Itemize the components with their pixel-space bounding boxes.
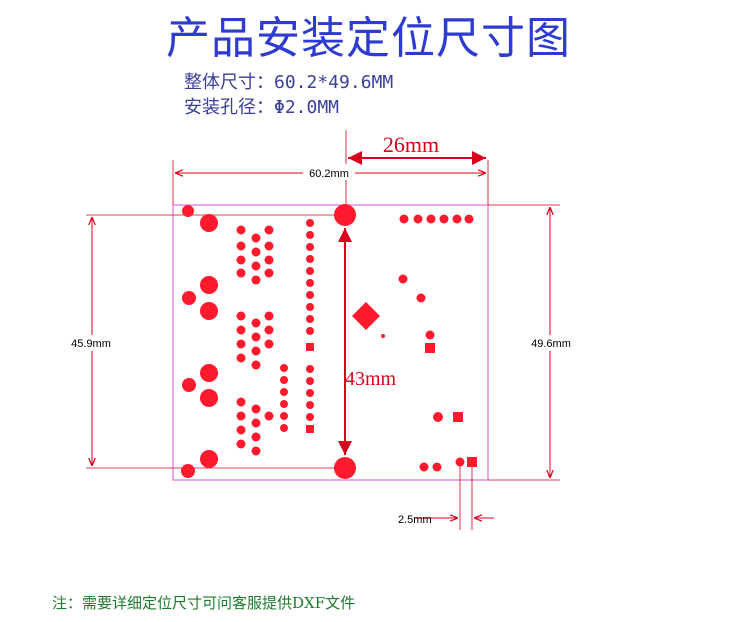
width-label-bg [303, 164, 355, 180]
dimension-lines [92, 151, 550, 518]
width-dimension-label: 60.2mm [309, 168, 349, 180]
right-components [352, 214, 477, 472]
left-height-label-bg [66, 335, 116, 351]
connector-pads [181, 205, 218, 478]
pin-array [236, 219, 314, 456]
bottom-dimension-label: 2.5mm [398, 514, 432, 526]
mounting-holes [334, 204, 356, 479]
extension-lines [86, 130, 560, 530]
board-outline [172, 204, 489, 481]
right-height-dimension-label: 49.6mm [531, 338, 571, 350]
mounting-hole-label: 安装孔径：Φ2.0MM [184, 97, 340, 118]
hole-spacing-dimension-label: 43mm [345, 368, 397, 390]
page-title: 产品安装定位尺寸图 [166, 13, 571, 64]
offset-dimension-label: 26mm [383, 132, 439, 157]
right-height-label-bg [526, 335, 576, 351]
overall-size-label: 整体尺寸：60.2*49.6MM [184, 72, 394, 93]
footer-note: 注：需要详细定位尺寸可问客服提供DXF文件 [52, 594, 356, 612]
left-height-dimension-label: 45.9mm [71, 338, 111, 350]
